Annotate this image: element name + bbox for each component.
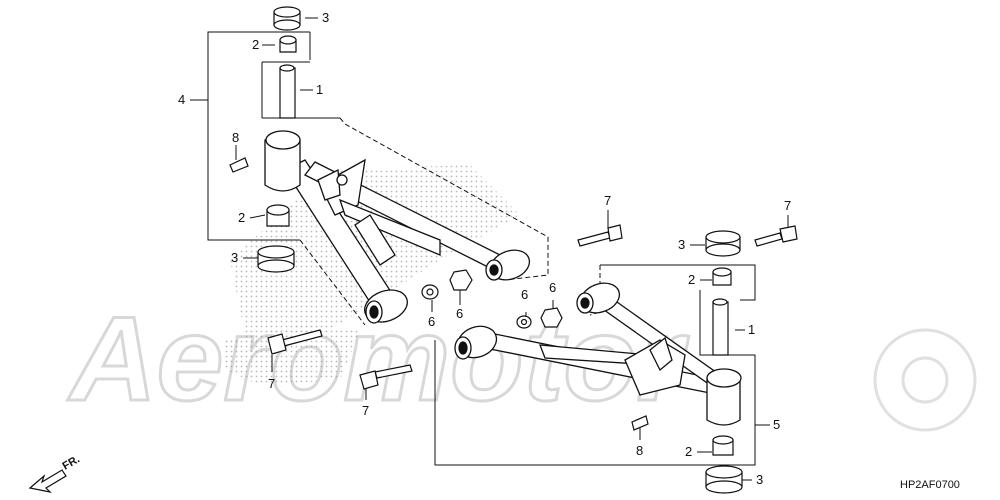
callout-8: 8 bbox=[636, 443, 643, 458]
callout-7: 7 bbox=[362, 403, 369, 418]
watermark: Aeromotor bbox=[66, 291, 977, 432]
callout-7: 7 bbox=[784, 198, 791, 213]
upper-a-arm bbox=[264, 130, 531, 324]
lower-a-arm bbox=[454, 282, 742, 426]
upper-bracket bbox=[190, 31, 549, 326]
callout-2: 2 bbox=[238, 210, 245, 225]
callout-6: 6 bbox=[549, 280, 556, 295]
callout-1: 1 bbox=[748, 322, 755, 337]
dot-shading bbox=[225, 165, 520, 385]
callout-6: 6 bbox=[521, 287, 528, 302]
nuts bbox=[421, 269, 563, 329]
callout-6: 6 bbox=[456, 306, 463, 321]
callout-7: 7 bbox=[268, 376, 275, 391]
callout-labels: 3 2 1 4 8 2 3 6 6 7 7 6 6 7 3 2 1 7 5 8 … bbox=[178, 10, 791, 487]
leader-lines bbox=[235, 17, 789, 481]
upper-stack bbox=[229, 6, 301, 273]
lower-stack bbox=[631, 230, 743, 494]
direction-label: FR. bbox=[61, 453, 82, 472]
callout-2: 2 bbox=[685, 444, 692, 459]
callout-3: 3 bbox=[756, 472, 763, 487]
callout-6: 6 bbox=[428, 314, 435, 329]
callout-3: 3 bbox=[322, 10, 329, 25]
callout-8: 8 bbox=[232, 130, 239, 145]
callout-3: 3 bbox=[231, 250, 238, 265]
bolts bbox=[267, 224, 798, 390]
callout-7: 7 bbox=[604, 193, 611, 208]
front-direction-indicator: FR. bbox=[28, 453, 82, 493]
callout-5: 5 bbox=[773, 417, 780, 432]
callout-3: 3 bbox=[678, 237, 685, 252]
callout-2: 2 bbox=[252, 37, 259, 52]
callout-1: 1 bbox=[316, 82, 323, 97]
reference-code: HP2AF0700 bbox=[900, 479, 960, 491]
arrow-icon bbox=[28, 469, 67, 493]
lower-bracket bbox=[434, 264, 770, 466]
callout-4: 4 bbox=[178, 92, 185, 107]
callout-2: 2 bbox=[688, 272, 695, 287]
